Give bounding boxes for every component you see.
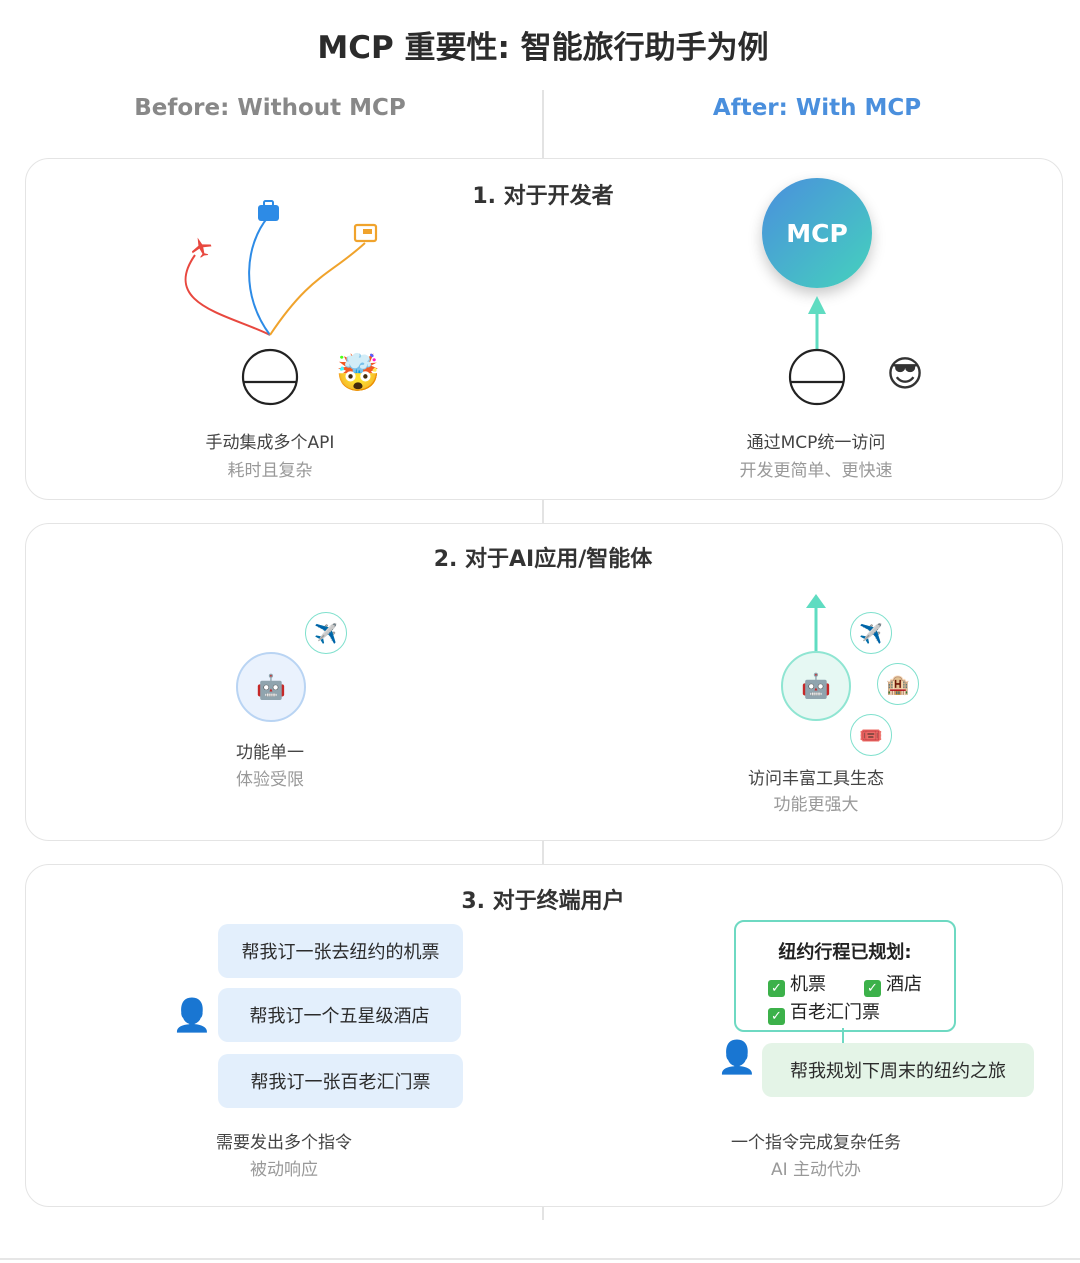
after-column-heading: After: With MCP [712, 95, 922, 121]
after-subcaption: 开发更简单、更快速 [739, 461, 893, 481]
developer-icon [241, 348, 299, 406]
page-title: MCP 重要性: 智能旅行助手为例 [317, 30, 769, 66]
after-caption: 通过MCP统一访问 [746, 433, 886, 453]
agent-arrow [806, 594, 826, 656]
check-icon: ✓ [864, 980, 881, 997]
chat-message: 帮我订一张百老汇门票 [218, 1054, 463, 1108]
api-integration-diagram [184, 200, 378, 406]
briefcase-icon [258, 200, 279, 221]
airplane-tool-icon: ✈️ [850, 612, 892, 654]
itinerary-title: 纽约行程已规划: [778, 942, 912, 963]
itinerary-item: ✓机票 [768, 970, 826, 997]
itinerary-connector [842, 1028, 844, 1043]
user-icon: 👤 [172, 996, 212, 1034]
bottom-divider [0, 1258, 1080, 1260]
mind-blown-emoji: 🤯 [335, 353, 381, 394]
before-subcaption: 耗时且复杂 [227, 461, 313, 481]
chat-message: 帮我规划下周末的纽约之旅 [762, 1043, 1034, 1097]
robot-agent-icon: 🤖 [236, 652, 306, 722]
before-caption: 手动集成多个API [205, 433, 335, 453]
check-icon: ✓ [768, 980, 785, 997]
check-icon: ✓ [768, 1008, 785, 1025]
mcp-badge: MCP [762, 178, 872, 288]
before-caption: 需要发出多个指令 [216, 1133, 352, 1153]
before-subcaption: 被动响应 [250, 1160, 318, 1180]
center-divider [542, 90, 544, 158]
itinerary-item: ✓酒店 [864, 970, 922, 997]
section-title: 2. 对于AI应用/智能体 [433, 547, 653, 572]
developer-icon [788, 348, 846, 406]
hotel-tool-icon: 🏨 [877, 663, 919, 705]
airplane-icon [191, 237, 212, 258]
card-icon [353, 223, 378, 243]
airplane-api-line [184, 254, 271, 336]
section-title: 3. 对于终端用户 [461, 889, 625, 914]
robot-agent-icon: 🤖 [781, 651, 851, 721]
after-subcaption: AI 主动代办 [770, 1160, 862, 1180]
cool-emoji: 😎 [886, 354, 924, 395]
after-caption: 一个指令完成复杂任务 [731, 1133, 901, 1153]
center-divider [542, 500, 544, 523]
user-icon: 👤 [717, 1038, 757, 1076]
before-column-heading: Before: Without MCP [134, 95, 406, 121]
center-divider [542, 1206, 544, 1220]
ticket-tool-icon: 🎟️ [850, 714, 892, 756]
briefcase-api-line [248, 216, 271, 336]
airplane-tool-icon: ✈️ [305, 612, 347, 654]
chat-message: 帮我订一个五星级酒店 [218, 988, 461, 1042]
itinerary-card: 纽约行程已规划: ✓机票 ✓酒店 ✓百老汇门票 [734, 920, 956, 1032]
up-arrow-icon [806, 594, 826, 608]
card-api-line [269, 242, 366, 336]
section-title: 1. 对于开发者 [472, 184, 614, 209]
mcp-connection-diagram [788, 296, 846, 406]
before-caption: 功能单一 [236, 743, 304, 763]
itinerary-item: ✓百老汇门票 [768, 998, 880, 1025]
after-subcaption: 功能更强大 [773, 795, 859, 815]
up-arrow-icon [808, 296, 826, 314]
after-caption: 访问丰富工具生态 [748, 769, 884, 789]
chat-message: 帮我订一张去纽约的机票 [218, 924, 463, 978]
center-divider [542, 840, 544, 864]
before-subcaption: 体验受限 [236, 770, 304, 790]
developer-panel [25, 158, 1063, 500]
